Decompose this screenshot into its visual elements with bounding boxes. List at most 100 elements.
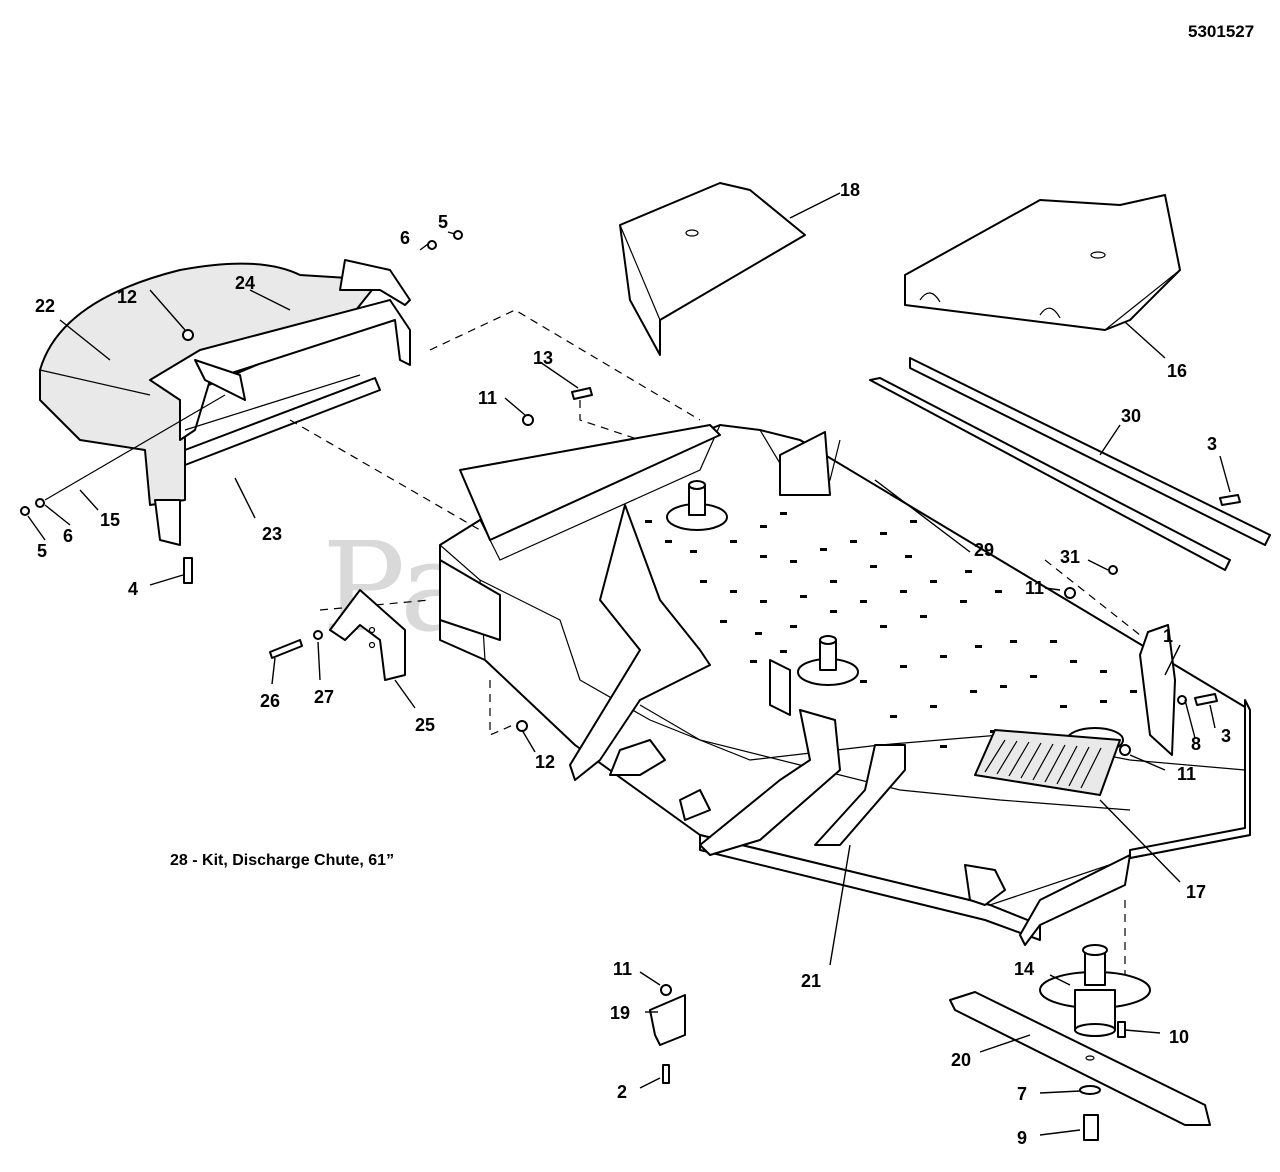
alignment-lines xyxy=(289,309,1141,980)
deck-slot xyxy=(830,610,837,613)
deck-hanger-brackets xyxy=(569,431,1176,946)
discharge-mount-plate xyxy=(439,424,721,641)
rubber-strip-30 xyxy=(909,357,1271,546)
rubber-strip-29 xyxy=(869,377,1231,571)
deck-slot xyxy=(870,565,877,568)
callout-30: 30 xyxy=(1121,406,1141,426)
deck-slot xyxy=(970,690,977,693)
deck-slot xyxy=(910,520,917,523)
callout-5b: 5 xyxy=(37,541,47,561)
callout-10: 10 xyxy=(1169,1027,1189,1047)
callout-9: 9 xyxy=(1017,1128,1027,1148)
deck-slot xyxy=(780,512,787,515)
deck-slot xyxy=(920,615,927,618)
drawing-number: 5301527 xyxy=(1188,22,1254,41)
callout-3a: 3 xyxy=(1207,434,1217,454)
deck-slot xyxy=(1100,670,1107,673)
callout-27: 27 xyxy=(314,687,334,707)
callout-8: 8 xyxy=(1191,734,1201,754)
spindle-assembly-14 xyxy=(1039,944,1151,1037)
callout-6a: 6 xyxy=(400,228,410,248)
deck-slot xyxy=(965,570,972,573)
hardware xyxy=(20,230,1241,1141)
callout-2: 2 xyxy=(617,1082,627,1102)
deck-slot xyxy=(730,540,737,543)
deck-slot xyxy=(690,550,697,553)
callout-19: 19 xyxy=(610,1003,630,1023)
deck-slot xyxy=(860,680,867,683)
deck-slot xyxy=(905,555,912,558)
deck-slot xyxy=(790,560,797,563)
callout-18: 18 xyxy=(840,180,860,200)
discharge-chute xyxy=(39,262,381,546)
callout-14: 14 xyxy=(1014,959,1034,979)
deck-slot xyxy=(975,645,982,648)
deck-slot xyxy=(880,625,887,628)
callout-labels: 1 2 3 3 4 5 5 6 6 7 8 9 10 11 11 11 11 1… xyxy=(35,180,1231,1148)
deck-slot xyxy=(930,705,937,708)
callout-11c: 11 xyxy=(1177,764,1196,784)
deck-slot xyxy=(890,715,897,718)
callout-16: 16 xyxy=(1167,361,1187,381)
chute-bracket-24 xyxy=(149,259,411,441)
callout-3b: 3 xyxy=(1221,726,1231,746)
callout-7: 7 xyxy=(1017,1084,1027,1104)
callout-11a: 11 xyxy=(478,388,497,408)
deck-hole-pattern xyxy=(645,512,1137,748)
deck-slot xyxy=(960,600,967,603)
deck-slot xyxy=(730,590,737,593)
deck-slot xyxy=(820,548,827,551)
deflector-plate-23 xyxy=(184,374,381,466)
deck-slot xyxy=(700,580,707,583)
spindle-mount-left xyxy=(666,480,728,531)
deck-slot xyxy=(880,532,887,535)
kit-note: 28 - Kit, Discharge Chute, 61” xyxy=(170,852,394,869)
callout-26: 26 xyxy=(260,691,280,711)
deck-slot xyxy=(1030,675,1037,678)
spindle-mount-center xyxy=(797,635,859,686)
deck-slot xyxy=(1130,690,1137,693)
deck-slot xyxy=(1010,640,1017,643)
deck-slot xyxy=(645,520,652,523)
mount-bracket-25 xyxy=(329,589,406,681)
callout-23: 23 xyxy=(262,524,282,544)
deck-slot xyxy=(800,595,807,598)
deck-slot xyxy=(760,525,767,528)
deck-slot xyxy=(940,745,947,748)
deck-slot xyxy=(900,665,907,668)
callout-12b: 12 xyxy=(535,752,555,772)
deck-slot xyxy=(830,580,837,583)
deck-slot xyxy=(665,540,672,543)
callout-31: 31 xyxy=(1060,547,1080,567)
callout-29: 29 xyxy=(974,540,994,560)
leader-lines xyxy=(27,192,1231,1136)
callout-4: 4 xyxy=(128,579,138,599)
deck-slot xyxy=(720,620,727,623)
callout-13: 13 xyxy=(533,348,553,368)
deck-slot xyxy=(760,555,767,558)
deck-slot xyxy=(900,590,907,593)
rod-15 xyxy=(44,394,226,501)
callout-11d: 11 xyxy=(613,959,632,979)
baffle-18 xyxy=(619,182,806,356)
callout-24: 24 xyxy=(235,273,255,293)
deck-slot xyxy=(780,650,787,653)
callout-1: 1 xyxy=(1163,626,1173,646)
callout-11b: 11 xyxy=(1025,578,1044,598)
deck-slot xyxy=(750,660,757,663)
callout-25: 25 xyxy=(415,715,435,735)
deck-slot xyxy=(1100,700,1107,703)
callout-17: 17 xyxy=(1186,882,1206,902)
deck-slot xyxy=(760,600,767,603)
bracket-19 xyxy=(649,994,686,1046)
foot-pad xyxy=(974,729,1121,796)
callout-15: 15 xyxy=(100,510,120,530)
deck-slot xyxy=(850,540,857,543)
callout-20: 20 xyxy=(951,1050,971,1070)
callout-5a: 5 xyxy=(438,212,448,232)
deck-slot xyxy=(1000,685,1007,688)
deck-slot xyxy=(930,580,937,583)
callout-6b: 6 xyxy=(63,526,73,546)
callout-12a: 12 xyxy=(117,287,137,307)
